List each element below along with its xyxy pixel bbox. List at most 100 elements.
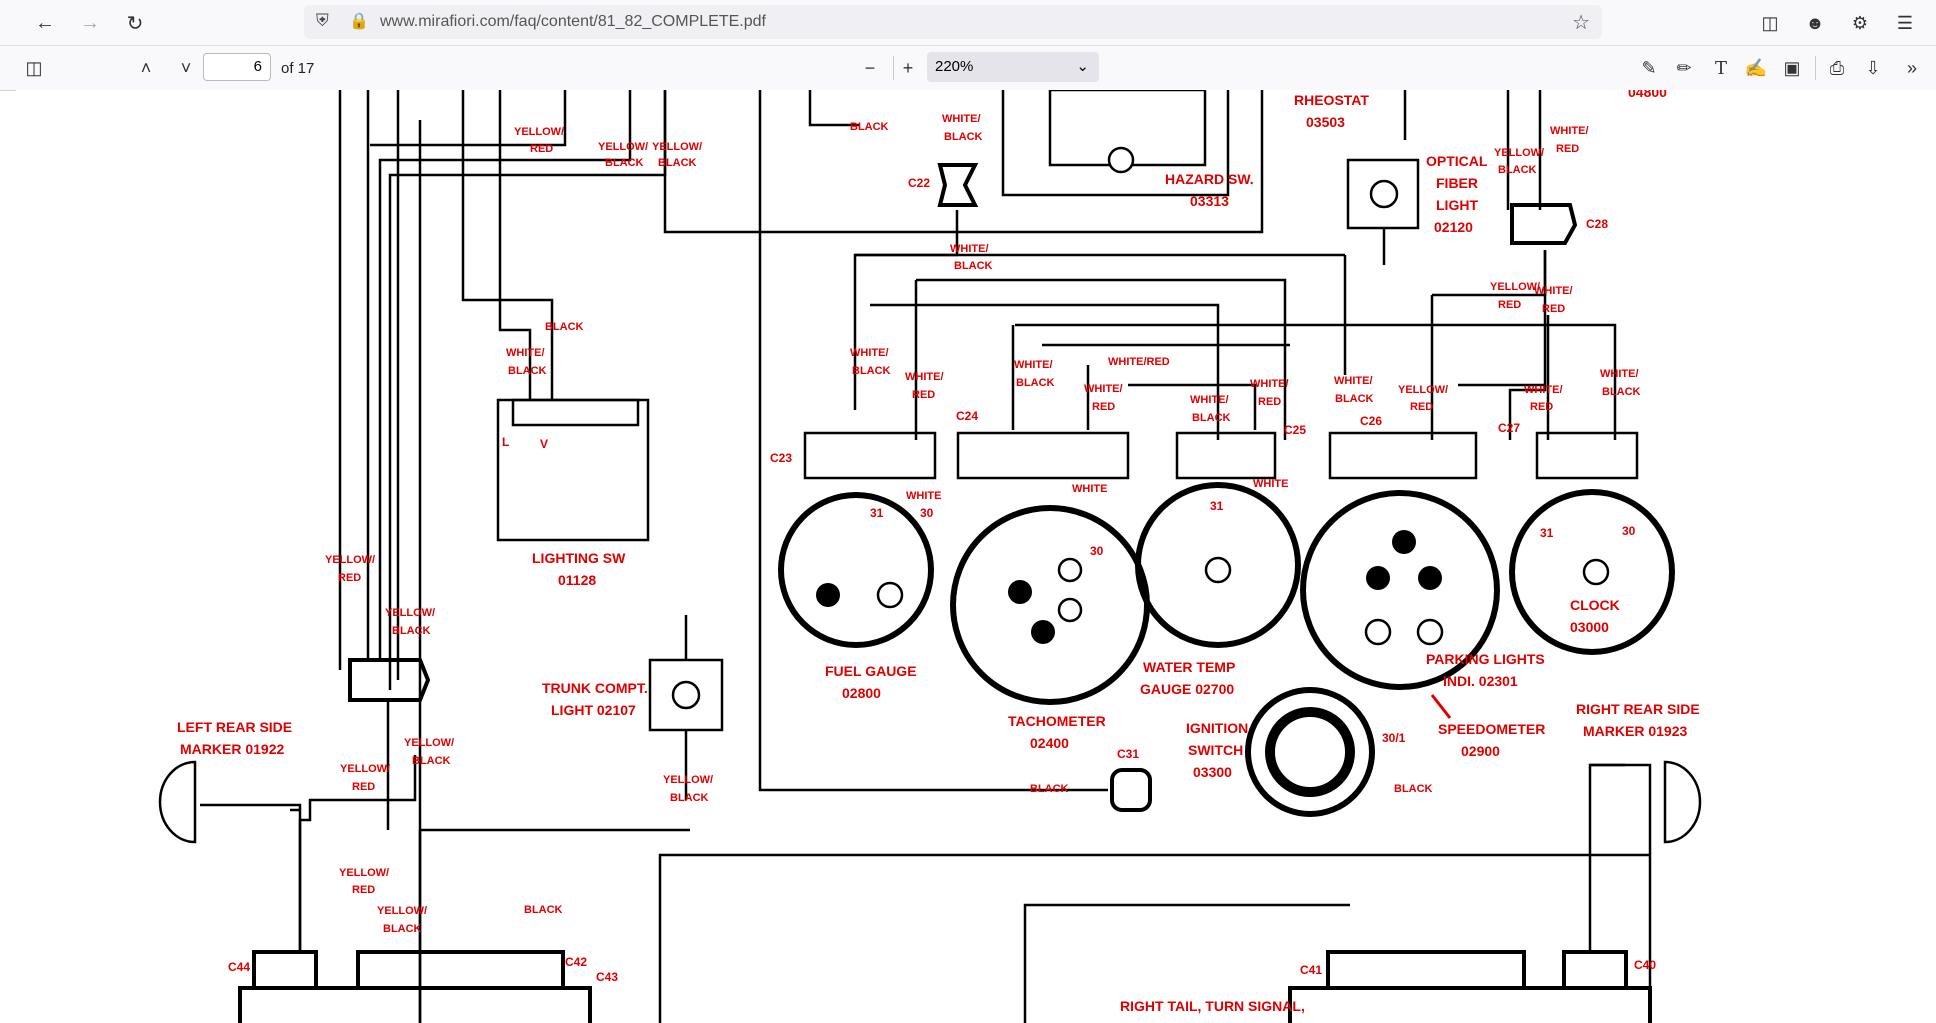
connector-label-c43: C43: [596, 970, 618, 984]
wire-label-red: RED: [352, 884, 375, 896]
wire-label-yellow: YELLOW/: [340, 763, 390, 775]
connector-label-c26: C26: [1360, 414, 1382, 428]
wire-label-black: BLACK: [850, 121, 889, 133]
rheostat-label: RHEOSTAT: [1294, 92, 1369, 108]
rheostat-number: 03503: [1306, 114, 1345, 130]
sidebar-toggle-icon[interactable]: ◫: [25, 57, 43, 78]
terminal-30-1: 30/1: [1382, 731, 1406, 745]
connector-label-c44: C44: [228, 960, 250, 974]
ignition-switch-label: SWITCH: [1188, 742, 1243, 758]
lighting-switch-label: LIGHTING SW: [532, 550, 626, 566]
connector-label-c41: C41: [1300, 963, 1322, 977]
wire-label-yellow: YELLOW/: [385, 607, 435, 619]
wire-label-white: WHITE/: [950, 243, 989, 255]
switch-terminal-v: V: [540, 437, 548, 451]
wire-label-black: BLACK: [1335, 393, 1374, 405]
fuel-gauge-label: FUEL GAUGE: [825, 663, 917, 679]
wire-label-yellow: YELLOW/: [1494, 147, 1544, 159]
ignition-switch-number: 03300: [1193, 764, 1232, 780]
wire-label-white: WHITE/: [1084, 383, 1123, 395]
wire-label-black: BLACK: [944, 131, 983, 143]
clock-number: 03000: [1570, 619, 1609, 635]
terminal-30: 30: [920, 506, 934, 520]
print-icon[interactable]: ⎙: [1829, 57, 1845, 78]
save-icon[interactable]: ⇩: [1865, 57, 1881, 78]
wire-label-white: WHITE/: [1250, 378, 1289, 390]
lock-icon[interactable]: 🔒: [349, 13, 369, 30]
pdf-viewer[interactable]: BLACK YELLOW/ RED YELLOW/ BLACK YELLOW/ …: [16, 90, 1936, 1023]
shield-icon[interactable]: ⛨: [316, 11, 329, 30]
connector-label-c22: C22: [908, 176, 930, 190]
right-tail-label: RIGHT TAIL, TURN SIGNAL,: [1120, 998, 1305, 1014]
pocket-icon[interactable]: ◫: [1761, 12, 1779, 33]
extensions-icon[interactable]: ⚙: [1851, 12, 1869, 33]
wire-label-black: BLACK: [524, 904, 563, 916]
trunk-light-label: TRUNK COMPT.: [542, 680, 648, 696]
left-rear-marker-label: LEFT REAR SIDE: [177, 719, 292, 735]
menu-icon[interactable]: ☰: [1896, 12, 1914, 33]
wire-label-yellow: YELLOW/: [325, 554, 375, 566]
star-icon[interactable]: ☆: [1572, 12, 1590, 34]
optical-fiber-label: LIGHT: [1436, 197, 1478, 213]
zoom-out-icon[interactable]: −: [864, 57, 876, 78]
optical-fiber-number: 02120: [1434, 219, 1473, 235]
next-page-icon[interactable]: ˅: [180, 57, 192, 78]
highlight-icon[interactable]: ✎: [1641, 57, 1657, 78]
ink-icon[interactable]: ✍: [1744, 57, 1768, 78]
chevron-down-icon: ⌄: [1076, 58, 1089, 75]
water-temp-label: WATER TEMP: [1143, 659, 1235, 675]
text-icon[interactable]: T: [1714, 57, 1727, 79]
wire-label-white: WHITE/: [850, 347, 889, 359]
image-icon[interactable]: ▣: [1783, 57, 1801, 78]
tachometer-number: 02400: [1030, 735, 1069, 751]
previous-page-icon[interactable]: ˄: [140, 57, 152, 78]
hazard-switch-label: HAZARD SW.: [1165, 171, 1254, 187]
forward-icon[interactable]: →: [80, 11, 100, 34]
account-icon[interactable]: ☻: [1805, 12, 1825, 33]
terminal-31: 31: [1210, 499, 1224, 513]
wire-label-yellow: YELLOW/: [514, 126, 564, 138]
wire-label-black: BLACK: [508, 365, 547, 377]
wire-label-black: BLACK: [545, 321, 584, 333]
terminal-30: 30: [1090, 544, 1104, 558]
page-number-input[interactable]: 6: [203, 53, 271, 81]
url-text[interactable]: www.mirafiori.com/faq/content/81_82_COMP…: [380, 13, 766, 30]
optical-fiber-label: OPTICAL: [1426, 153, 1488, 169]
wire-label-black: BLACK: [1498, 164, 1537, 176]
right-rear-marker-number: MARKER 01923: [1583, 723, 1687, 739]
parking-lights-label: PARKING LIGHTS: [1426, 651, 1545, 667]
url-bar[interactable]: ⛨ 🔒 www.mirafiori.com/faq/content/81_82_…: [304, 5, 1602, 39]
more-tools-icon[interactable]: »: [1906, 57, 1917, 78]
clock-label: CLOCK: [1570, 597, 1620, 613]
zoom-select[interactable]: 220% ⌄: [927, 52, 1099, 82]
wire-label-black: BLACK: [412, 755, 451, 767]
wire-label-black: BLACK: [1016, 377, 1055, 389]
wire-label-white: WHITE/: [1524, 384, 1563, 396]
speedometer-label: SPEEDOMETER: [1438, 721, 1545, 737]
tachometer-label: TACHOMETER: [1008, 713, 1106, 729]
wire-label-white: WHITE/: [506, 347, 545, 359]
wire-label-white: WHITE/: [1014, 359, 1053, 371]
wire-label-white: WHITE/: [1534, 285, 1573, 297]
zoom-value: 220%: [935, 58, 974, 75]
terminal-31: 31: [1540, 526, 1554, 540]
wire-label-black: BLACK: [1602, 386, 1641, 398]
fuel-gauge-number: 02800: [842, 685, 881, 701]
reload-icon[interactable]: ↻: [126, 12, 144, 35]
zoom-in-icon[interactable]: +: [902, 57, 914, 78]
connector-label-c23: C23: [770, 451, 792, 465]
wire-label-red: RED: [338, 572, 361, 584]
draw-icon[interactable]: ✏: [1676, 57, 1692, 78]
wire-label-red: RED: [1530, 401, 1553, 413]
wire-label-black: BLACK: [954, 260, 993, 272]
connector-label-c27: C27: [1498, 421, 1520, 435]
wire-label-red: RED: [352, 781, 375, 793]
wire-label-black: BLACK: [1030, 783, 1069, 795]
wire-label-black: BLACK: [658, 157, 697, 169]
wire-label-white: WHITE: [1253, 478, 1288, 490]
wire-label-red: RED: [912, 389, 935, 401]
wire-label-red: RED: [1258, 396, 1281, 408]
terminal-31: 31: [870, 506, 884, 520]
back-icon[interactable]: ←: [35, 11, 55, 34]
toolbar-separator: [893, 56, 894, 80]
